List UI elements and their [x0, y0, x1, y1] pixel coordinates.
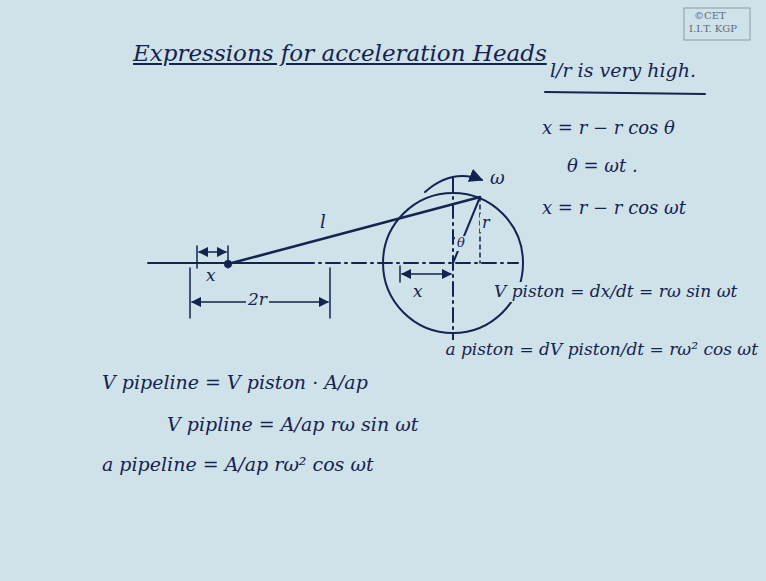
equation-label: V pipline = A/ap rω sin ωt: [165, 414, 420, 436]
centre-line: [148, 262, 300, 264]
equation-label: a pipeline = A/ap rω² cos ωt: [100, 454, 376, 476]
dimension-tick: [399, 266, 401, 282]
dimension-tick: [196, 246, 198, 268]
dimension-tick: [329, 268, 331, 318]
equation-label: x: [411, 282, 425, 302]
dimension-line: [402, 273, 451, 275]
equation-label: x = r − r cos θ: [540, 118, 677, 139]
watermark: ©CET: [692, 10, 728, 22]
equation-label: a piston = dV piston/dt = rω² cos ωt: [443, 340, 760, 360]
equation-label: θ: [455, 236, 467, 251]
equation-label: V pipeline = V piston · A/ap: [100, 372, 370, 394]
dimension-line: [199, 251, 226, 253]
crank: [453, 197, 480, 263]
underline: [545, 92, 705, 94]
centre-line: [300, 262, 518, 264]
equation-label: l: [318, 212, 328, 233]
connecting-rod: [228, 197, 480, 264]
equation-label: x = r − r cos ωt: [540, 198, 688, 219]
rotation-arrow: [425, 176, 482, 192]
equation-label: θ = ωt .: [565, 156, 640, 177]
equation-label: l/r is very high.: [548, 60, 698, 82]
equation-label: 2r: [246, 290, 269, 310]
dimension-tick: [189, 268, 191, 318]
equation-label: r: [480, 214, 492, 232]
watermark-box: [684, 8, 750, 40]
equation-label: x: [204, 266, 218, 286]
dimension-tick: [227, 246, 229, 268]
equation-label: V piston = dx/dt = rω sin ωt: [492, 282, 739, 302]
slide-title: Expressions for acceleration Heads: [130, 40, 550, 66]
equation-label: ω: [488, 168, 507, 189]
watermark: I.I.T. KGP: [687, 23, 739, 35]
